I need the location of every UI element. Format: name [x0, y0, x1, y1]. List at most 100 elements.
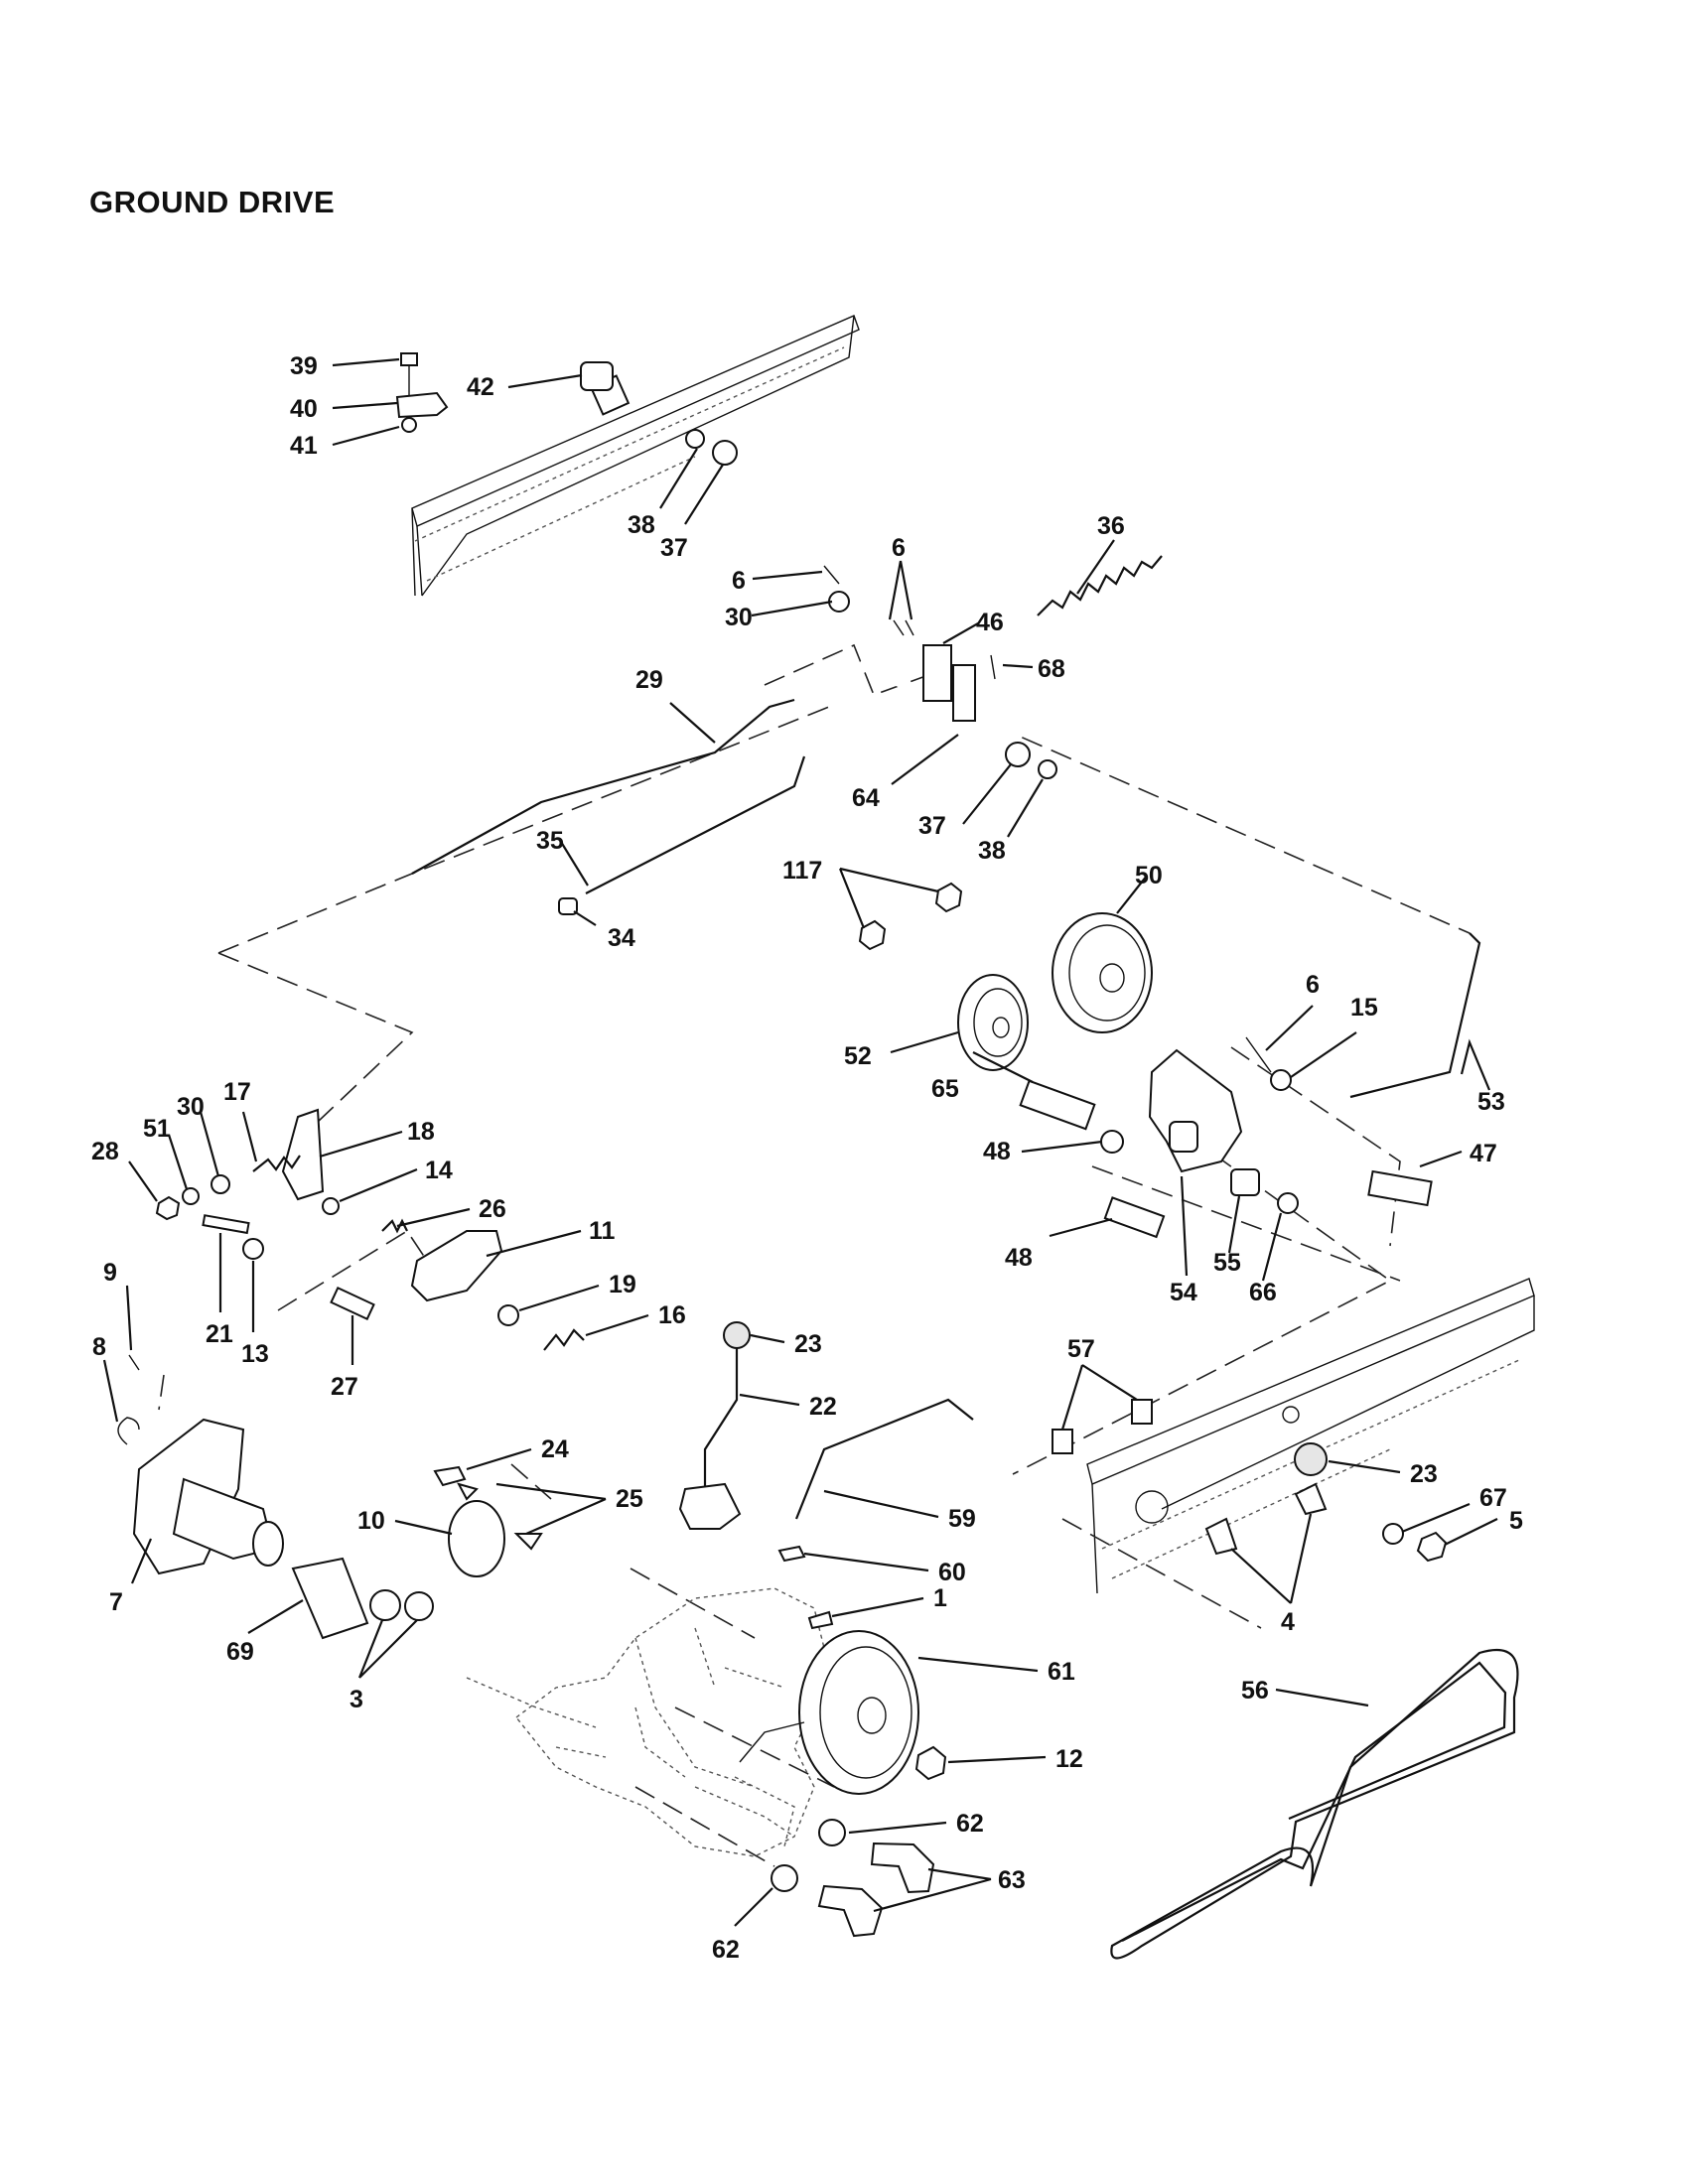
callout-6-b: 6 [892, 534, 906, 562]
callout-28: 28 [91, 1138, 119, 1165]
callout-17: 17 [223, 1078, 251, 1106]
transaxle-outline [466, 1587, 825, 1857]
bolt-48-right [1367, 1169, 1433, 1207]
knob-23-left [723, 1321, 751, 1349]
callout-50: 50 [1135, 862, 1163, 889]
callout-62-b: 62 [712, 1936, 740, 1964]
nut-5 [1416, 1531, 1448, 1563]
washer-37-lower [1005, 742, 1031, 767]
washer-3a [369, 1589, 401, 1621]
spacer-42 [580, 361, 614, 391]
callout-69: 69 [226, 1638, 254, 1666]
callout-14: 14 [425, 1157, 453, 1184]
knob-23-right [1294, 1442, 1328, 1476]
bushing-69 [291, 1557, 369, 1640]
callout-22: 22 [809, 1393, 837, 1421]
callout-23: 23 [794, 1330, 822, 1358]
clip-8 [117, 1417, 140, 1445]
callout-7: 7 [109, 1588, 123, 1616]
rod-47 [1349, 932, 1481, 1099]
callout-46: 46 [976, 609, 1004, 636]
bolt-4a [1294, 1482, 1328, 1516]
callout-52: 52 [844, 1042, 872, 1070]
callout-24: 24 [541, 1435, 569, 1463]
callout-39: 39 [290, 352, 318, 380]
callout-6: 6 [732, 567, 746, 595]
disc-10 [448, 1500, 505, 1577]
callout-48: 47 [1470, 1140, 1497, 1167]
spacer-54b [1169, 1121, 1198, 1153]
callout-42: 42 [467, 373, 494, 401]
rod-35 [585, 755, 806, 894]
callout-16: 16 [658, 1301, 686, 1329]
bolt-4b [1204, 1517, 1238, 1556]
bracket-57a [1052, 1429, 1073, 1454]
callout-64: 64 [852, 784, 880, 812]
nut-28 [155, 1195, 181, 1221]
callout-67: 67 [1479, 1484, 1507, 1512]
rod-59 [794, 1398, 974, 1520]
washer-30-left [210, 1174, 230, 1194]
callout-6-c: 6 [1306, 971, 1320, 999]
washer-38-upper [685, 429, 705, 449]
bracket-46b [952, 664, 976, 722]
callout-56: 56 [1241, 1677, 1269, 1705]
callout-36: 36 [1097, 512, 1125, 540]
callout-1: 1 [933, 1584, 947, 1612]
callout-18: 18 [407, 1118, 435, 1146]
callout-35: 35 [536, 827, 564, 855]
bracket-46 [922, 644, 952, 702]
callout-37-b: 37 [918, 812, 946, 840]
pulley-52 [957, 974, 1029, 1071]
leader-lines [102, 357, 1498, 1927]
bolt-63a [870, 1842, 935, 1894]
callout-26: 26 [479, 1195, 506, 1223]
nut-38-lower [1038, 759, 1057, 779]
callout-11: 11 [589, 1217, 616, 1245]
washer-13 [242, 1238, 264, 1260]
washer-66 [1277, 1192, 1299, 1214]
key-1 [807, 1610, 834, 1630]
washer-62-lower [771, 1864, 798, 1892]
callout-59: 59 [948, 1505, 976, 1533]
callout-38: 38 [628, 511, 655, 539]
bracket-57b [1131, 1399, 1153, 1425]
nut-12 [914, 1745, 947, 1781]
pin-6-a [823, 565, 840, 585]
callout-62: 62 [956, 1810, 984, 1838]
callout-41: 41 [290, 432, 318, 460]
callout-117: 117 [782, 857, 822, 885]
bolt-39 [400, 352, 418, 395]
pin-6-right [1245, 1036, 1272, 1073]
callout-68: 68 [1038, 655, 1065, 683]
nut-34 [558, 897, 578, 915]
callout-53: 48 [983, 1138, 1011, 1165]
callout-48-b: 48 [1005, 1244, 1033, 1272]
callout-30-b: 30 [177, 1093, 205, 1121]
callout-34: 34 [608, 924, 635, 952]
callout-37: 37 [660, 534, 688, 562]
pulley-61 [739, 1630, 919, 1795]
spacer-55 [1230, 1168, 1260, 1196]
callout-27: 27 [331, 1373, 358, 1401]
lower-frame-rail [1086, 1278, 1535, 1594]
callout-63: 63 [998, 1866, 1026, 1894]
key-25a [457, 1482, 479, 1501]
callout-4: 4 [1281, 1608, 1295, 1636]
callout-21: 21 [206, 1320, 233, 1348]
callout-40: 40 [290, 395, 318, 423]
clip-40 [395, 391, 449, 419]
callout-15: 15 [1350, 994, 1378, 1022]
callout-23-b: 23 [1410, 1460, 1438, 1488]
callout-9: 9 [103, 1259, 117, 1287]
washer-67 [1382, 1523, 1404, 1545]
pin-6-b [893, 619, 914, 636]
nut-41 [401, 417, 417, 433]
callout-labels: 39 40 41 42 38 37 36 6 6 30 46 68 29 64 … [91, 352, 1523, 1964]
callout-30: 30 [725, 604, 753, 631]
washer-53 [1100, 1130, 1124, 1154]
callout-19: 19 [609, 1271, 636, 1298]
bracket-18 [281, 1108, 325, 1201]
